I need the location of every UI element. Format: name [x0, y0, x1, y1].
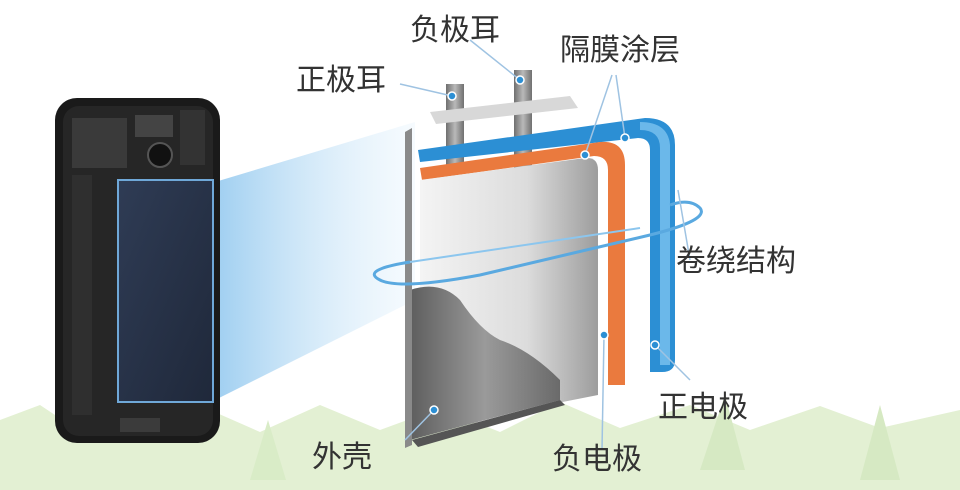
leader-lines: [399, 39, 691, 451]
battery-cell-icon: [372, 70, 703, 448]
winding-loop: [372, 200, 703, 286]
phone-internals-icon: [55, 98, 220, 443]
label-positive-tab: 正极耳: [296, 63, 386, 98]
label-negative-tab: 负极耳: [410, 13, 500, 48]
label-negative-electrode: 负电极: [552, 442, 642, 477]
separator-layer: [418, 118, 675, 372]
label-positive-electrode: 正电极: [658, 390, 748, 425]
projection-beam: [215, 122, 415, 400]
label-casing: 外壳: [312, 440, 372, 475]
casing-layer: [410, 286, 560, 440]
label-winding-structure: 卷绕结构: [676, 244, 796, 279]
positive-electrode-layer: [420, 141, 625, 385]
callout-dots: [429, 75, 660, 415]
label-separator-coating: 隔膜涂层: [560, 33, 680, 68]
background-ground: [0, 395, 960, 490]
battery-panel: [117, 179, 214, 403]
